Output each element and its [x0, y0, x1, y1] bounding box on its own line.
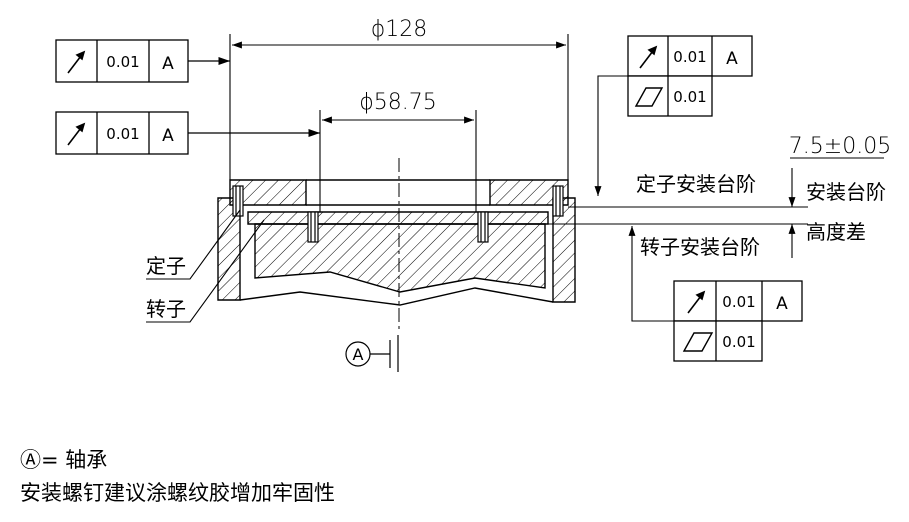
- rotor-step-label: 转子安装台阶: [640, 235, 760, 259]
- note-datum-definition: Ⓐ= 轴承: [20, 448, 107, 472]
- datum-a-symbol: [345, 335, 399, 372]
- fcf3-value: 0.01: [673, 48, 706, 66]
- datum-a-letter: A: [353, 345, 364, 364]
- rotor-label: 转子: [146, 297, 186, 321]
- fcf3-flat-value: 0.01: [673, 88, 706, 106]
- stator-step-label: 定子安装台阶: [636, 172, 756, 196]
- flatness-icon: [634, 87, 664, 107]
- fcf4-leader: [628, 226, 674, 322]
- note-screw-adhesive: 安装螺钉建议涂螺纹胶增加牢固性: [20, 481, 335, 505]
- stator-label: 定子: [146, 254, 186, 278]
- outer-diameter-label: ϕ128: [371, 17, 428, 42]
- assembly-section: [217, 179, 576, 306]
- fcf3-leader: [594, 75, 628, 196]
- runout-icon: [67, 122, 86, 146]
- fcf1-datum: A: [162, 54, 174, 74]
- fcf4-flat-value: 0.01: [722, 333, 755, 351]
- runout-icon: [67, 50, 86, 74]
- dim-inner: [319, 110, 477, 212]
- rotor-flange: [247, 211, 549, 225]
- fcf2-datum: A: [162, 126, 174, 146]
- runout-icon: [687, 290, 706, 314]
- fcf-runout-outer: [55, 39, 230, 83]
- fcf1-value: 0.01: [106, 53, 139, 71]
- fcf3-datum: A: [726, 49, 738, 69]
- fcf-rotor-step: [673, 280, 803, 362]
- step-height-label: 7.5±0.05: [789, 134, 891, 159]
- fcf2-value: 0.01: [106, 125, 139, 143]
- screws: [232, 185, 564, 243]
- fcf4-value: 0.01: [722, 293, 755, 311]
- part-leaders: [146, 209, 265, 323]
- rotor-body: [254, 223, 546, 293]
- inner-diameter-label: ϕ58.75: [359, 90, 437, 115]
- height-diff-label-1: 安装台阶: [806, 180, 886, 204]
- fcf4-datum: A: [776, 294, 788, 314]
- height-diff-label-2: 高度差: [806, 220, 866, 244]
- dim-outer: [229, 34, 569, 180]
- flatness-icon: [682, 332, 714, 352]
- runout-icon: [639, 45, 658, 69]
- fcf-runout-inner: [55, 111, 320, 155]
- step-height-dim: [548, 157, 884, 258]
